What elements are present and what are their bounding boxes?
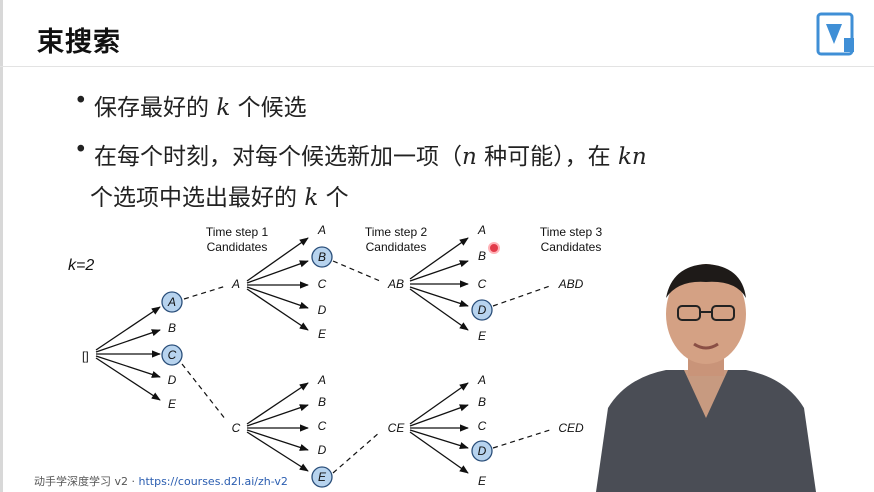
bullet-dot: • — [74, 137, 88, 163]
level2c-node-E — [311, 466, 333, 488]
level3a-label-A: A — [477, 223, 486, 237]
slide-title: 束搜索 — [37, 27, 121, 58]
level3c-label-B: B — [478, 395, 486, 409]
dash-D-to-ABD — [492, 285, 551, 307]
level2c-label-E: E — [318, 470, 327, 484]
dash-C-to-cand — [181, 363, 227, 421]
footer: 动手学深度学习 v2 · https://courses.d2l.ai/zh-v… — [34, 473, 288, 489]
level2c-label-C: C — [318, 419, 327, 433]
footer-prefix: 动手学深度学习 v2 · — [34, 475, 139, 488]
level2a-label-E: E — [318, 327, 327, 341]
step3-title: Time step 3 — [540, 225, 603, 239]
bullet-dot: • — [74, 88, 88, 114]
level2c-label-A: A — [317, 373, 326, 387]
level1-node-A — [161, 291, 183, 313]
k-label: k=2 — [68, 257, 94, 274]
level3a-label-B: B — [478, 249, 486, 263]
bullet-2b-k: k — [304, 185, 319, 211]
step1-title: Time step 1 — [206, 225, 269, 239]
step2-title: Time step 2 — [365, 225, 428, 239]
level1-node-C — [161, 344, 183, 366]
dash-E-to-cand — [332, 431, 381, 474]
step1-subtitle: Candidates — [207, 240, 268, 254]
level2c-label-B: B — [318, 395, 326, 409]
level2c-label-D: D — [318, 443, 327, 457]
level3c-node-D — [471, 440, 493, 462]
level1-label-A: A — [167, 295, 176, 309]
dash-A-to-cand — [183, 285, 227, 300]
level3c-label-E: E — [478, 474, 487, 488]
level3c-label-D: D — [478, 444, 487, 458]
course-link[interactable]: https://courses.d2l.ai/zh-v2 — [138, 475, 288, 488]
root-arrows — [95, 306, 161, 401]
arrows-from-AB — [409, 237, 469, 331]
cand2-CE: CE — [388, 421, 406, 435]
bullet-2-text: 在每个时刻，对每个候选新加一项（ — [94, 144, 462, 170]
arrows-from-C — [246, 382, 309, 472]
level1-label-E: E — [168, 397, 177, 411]
dash-D-to-CED — [492, 429, 551, 449]
cand3-ABD: ABD — [558, 277, 584, 291]
bullet-keep-best-k: • 保存最好的 k 个候选 — [74, 88, 307, 122]
bullet-1-k: k — [216, 95, 231, 121]
presenter-video — [596, 264, 816, 492]
level3a-label-D: D — [478, 303, 487, 317]
level3a-label-C: C — [478, 277, 487, 291]
cand1-A: A — [231, 277, 240, 291]
bullet-each-step: • 在每个时刻，对每个候选新加一项（n 种可能），在 kn — [74, 137, 647, 171]
cand1-C: C — [232, 421, 241, 435]
level3a-node-D — [471, 299, 493, 321]
bullet-1-text: 保存最好的 — [94, 95, 209, 121]
level1-label-D: D — [168, 373, 177, 387]
step3-subtitle: Candidates — [541, 240, 602, 254]
arrows-from-CE — [409, 382, 469, 474]
bullet-2-n: n — [462, 144, 477, 170]
bullet-2b-text: 个选项中选出最好的 — [90, 185, 297, 211]
level3c-label-C: C — [478, 419, 487, 433]
level2a-node-B — [311, 246, 333, 268]
bullet-each-step-cont: 个选项中选出最好的 k 个 — [90, 178, 349, 212]
d2l-logo — [814, 10, 858, 58]
level3a-label-E: E — [478, 329, 487, 343]
bullet-1-post: 个候选 — [237, 95, 307, 121]
level1-label-C: C — [168, 348, 177, 362]
level2a-label-C: C — [318, 277, 327, 291]
left-border — [0, 0, 3, 492]
arrows-from-A — [246, 237, 309, 331]
cand3-CED: CED — [558, 421, 584, 435]
level2a-label-D: D — [318, 303, 327, 317]
bullet-2-mid: 种可能），在 — [484, 144, 611, 170]
level3c-label-A: A — [477, 373, 486, 387]
dash-B-to-cand — [332, 260, 381, 282]
laser-pointer — [488, 242, 500, 254]
bullet-2b-post: 个 — [325, 185, 349, 211]
level2a-label-A: A — [317, 223, 326, 237]
step2-subtitle: Candidates — [366, 240, 427, 254]
cand2-AB: AB — [387, 277, 404, 291]
title-divider — [0, 66, 874, 67]
level1-label-B: B — [168, 321, 176, 335]
level2a-label-B: B — [318, 250, 326, 264]
bullet-2-kn: kn — [617, 144, 647, 170]
root-node: [] — [82, 349, 89, 363]
